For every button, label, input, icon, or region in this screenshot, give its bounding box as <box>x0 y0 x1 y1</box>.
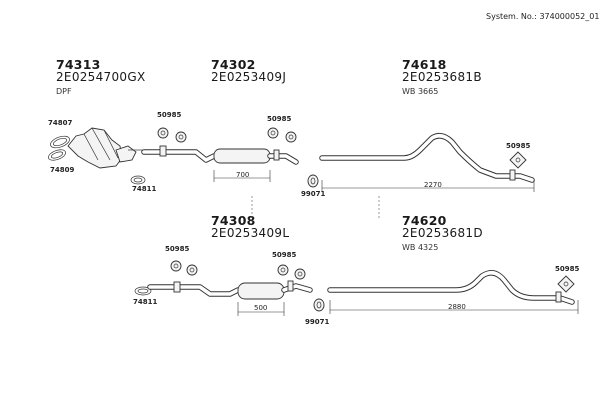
dimension-2880-label: 2880 <box>448 303 466 311</box>
callout-99071-top: 99071 <box>301 190 326 198</box>
oe-number-74618: 2E0253681B <box>402 70 482 84</box>
oe-number-74620: 2E0253681D <box>402 226 483 240</box>
callout-74809: 74809 <box>50 166 75 174</box>
clamp-74807-icon <box>50 135 70 149</box>
note-dpf: DPF <box>56 87 72 96</box>
hanger-50985-icon <box>557 275 575 293</box>
pipe-74618-icon <box>319 133 535 183</box>
dimension-700-line <box>213 170 271 182</box>
callout-99071-bottom: 99071 <box>305 318 330 326</box>
hanger-50985-icon <box>157 127 187 143</box>
callout-50985-top-left: 50985 <box>157 111 182 119</box>
clamp-74811-icon <box>134 286 152 296</box>
dimension-2270-line <box>321 180 535 192</box>
oe-number-74313: 2E0254700GX <box>56 70 146 84</box>
part-number-74620: 74620 <box>402 213 447 228</box>
clamp-74811-icon <box>130 175 146 185</box>
system-number: System. No.: 374000052_01 <box>486 12 600 21</box>
dimension-500-line <box>237 302 285 316</box>
pipe-74302-icon <box>141 145 299 165</box>
note-wb-3665: WB 3665 <box>402 87 439 96</box>
hanger-50985-icon <box>267 127 297 143</box>
hanger-50985-icon <box>277 264 306 280</box>
hanger-50985-icon <box>509 151 527 169</box>
oe-number-74302: 2E0253409J <box>211 70 287 84</box>
clamp-99071-icon <box>313 298 325 312</box>
part-number-74313: 74313 <box>56 57 101 72</box>
part-number-74618: 74618 <box>402 57 447 72</box>
pipe-74308-icon <box>147 280 313 300</box>
oe-number-74308: 2E0253409L <box>211 226 290 240</box>
callout-50985-top-right: 50985 <box>506 142 531 150</box>
clamp-99071-icon <box>307 174 319 188</box>
dimension-700-label: 700 <box>236 171 250 179</box>
callout-74811-top: 74811 <box>132 185 157 193</box>
part-number-74302: 74302 <box>211 57 256 72</box>
callout-74811-bottom: 74811 <box>133 298 158 306</box>
clamp-74809-icon <box>48 149 66 161</box>
dimension-2880-line <box>329 300 579 314</box>
callout-50985-top-mid: 50985 <box>267 115 292 123</box>
part-number-74308: 74308 <box>211 213 256 228</box>
callout-50985-bottom-mid: 50985 <box>272 251 297 259</box>
note-wb-4325: WB 4325 <box>402 243 439 252</box>
callout-74807: 74807 <box>48 119 73 127</box>
dimension-500-label: 500 <box>254 304 268 312</box>
dpf-part-icon <box>67 127 137 169</box>
dimension-2270-label: 2270 <box>424 181 442 189</box>
hanger-50985-icon <box>170 260 198 276</box>
pipe-74620-icon <box>327 270 575 305</box>
callout-50985-bottom-right: 50985 <box>555 265 580 273</box>
callout-50985-bottom-left: 50985 <box>165 245 190 253</box>
